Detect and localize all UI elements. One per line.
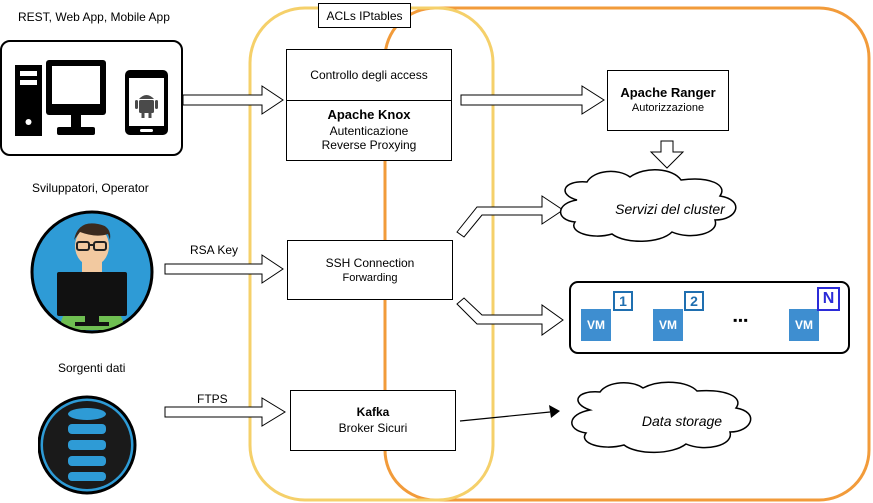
knox-auth-label: Autenticazione <box>329 124 409 138</box>
android-phone-icon <box>125 70 168 135</box>
gateway-divider <box>287 100 451 101</box>
gateway-box: Controllo degli access Apache Knox Auten… <box>286 49 452 161</box>
rsa-key-label: RSA Key <box>190 243 239 257</box>
vm-label: VM <box>659 318 677 332</box>
kafka-subtitle: Broker Sicuri <box>338 421 408 435</box>
arrow-ssh-to-services <box>456 195 564 238</box>
firewall-label-box: ACLs IPtables <box>318 3 411 28</box>
vm-ellipsis: ▪▪▪ <box>733 313 749 327</box>
data-storage-label: Data storage <box>641 413 723 429</box>
arrow-data-to-kafka <box>164 397 286 427</box>
database-icon <box>38 395 137 495</box>
cluster-services-label: Servizi del cluster <box>615 201 725 217</box>
arrow-gateway-to-ranger <box>460 85 605 115</box>
arrow-kafka-to-storage <box>459 411 551 422</box>
ssh-title: SSH Connection <box>325 256 415 270</box>
cloud-icon <box>559 169 737 242</box>
arrow-devs-to-ssh <box>164 254 284 284</box>
arrow-ranger-to-services <box>649 140 685 169</box>
vm-badge: 2 <box>684 291 704 311</box>
cloud-icon <box>571 381 752 454</box>
vm-icon: VM <box>789 309 819 341</box>
ranger-subtitle: Autorizzazione <box>631 102 705 114</box>
access-control-title: Controllo degli access <box>310 68 428 82</box>
kafka-title: Kafka <box>356 405 390 419</box>
vm-badge-label: 1 <box>619 293 627 309</box>
vm-icon: VM <box>581 309 611 341</box>
ftps-label: FTPS <box>197 392 228 406</box>
vm-icon: VM <box>653 309 683 341</box>
arrow-kafka-to-storage-head <box>549 405 560 418</box>
kafka-box: Kafka Broker Sicuri <box>290 390 456 451</box>
devs-source-label: Sviluppatori, Operator <box>32 181 149 195</box>
vm-pool: VM 1 VM 2 ▪▪▪ VM N <box>569 281 850 354</box>
vm-badge: 1 <box>613 291 633 311</box>
arrow-ssh-to-vms <box>456 297 564 336</box>
ssh-box: SSH Connection Forwarding <box>287 240 453 300</box>
desktop-computer-icon <box>15 60 106 136</box>
vm-label: VM <box>795 318 813 332</box>
vm-badge-label: N <box>822 290 835 307</box>
developer-avatar-icon <box>30 210 154 334</box>
knox-title: Apache Knox <box>327 107 411 122</box>
firewall-label: ACLs IPtables <box>326 9 403 23</box>
vm-badge-label: 2 <box>690 293 698 309</box>
ssh-subtitle: Forwarding <box>342 272 398 284</box>
vm-badge: N <box>817 287 840 311</box>
apps-source-label: REST, Web App, Mobile App <box>18 10 170 24</box>
ranger-title: Apache Ranger <box>620 85 716 100</box>
arrow-apps-to-gateway <box>182 85 284 115</box>
knox-proxy-label: Reverse Proxying <box>321 138 417 152</box>
ranger-box: Apache Ranger Autorizzazione <box>607 70 729 131</box>
vm-label: VM <box>587 318 605 332</box>
apps-source-card <box>0 40 183 156</box>
data-source-label: Sorgenti dati <box>58 361 126 375</box>
